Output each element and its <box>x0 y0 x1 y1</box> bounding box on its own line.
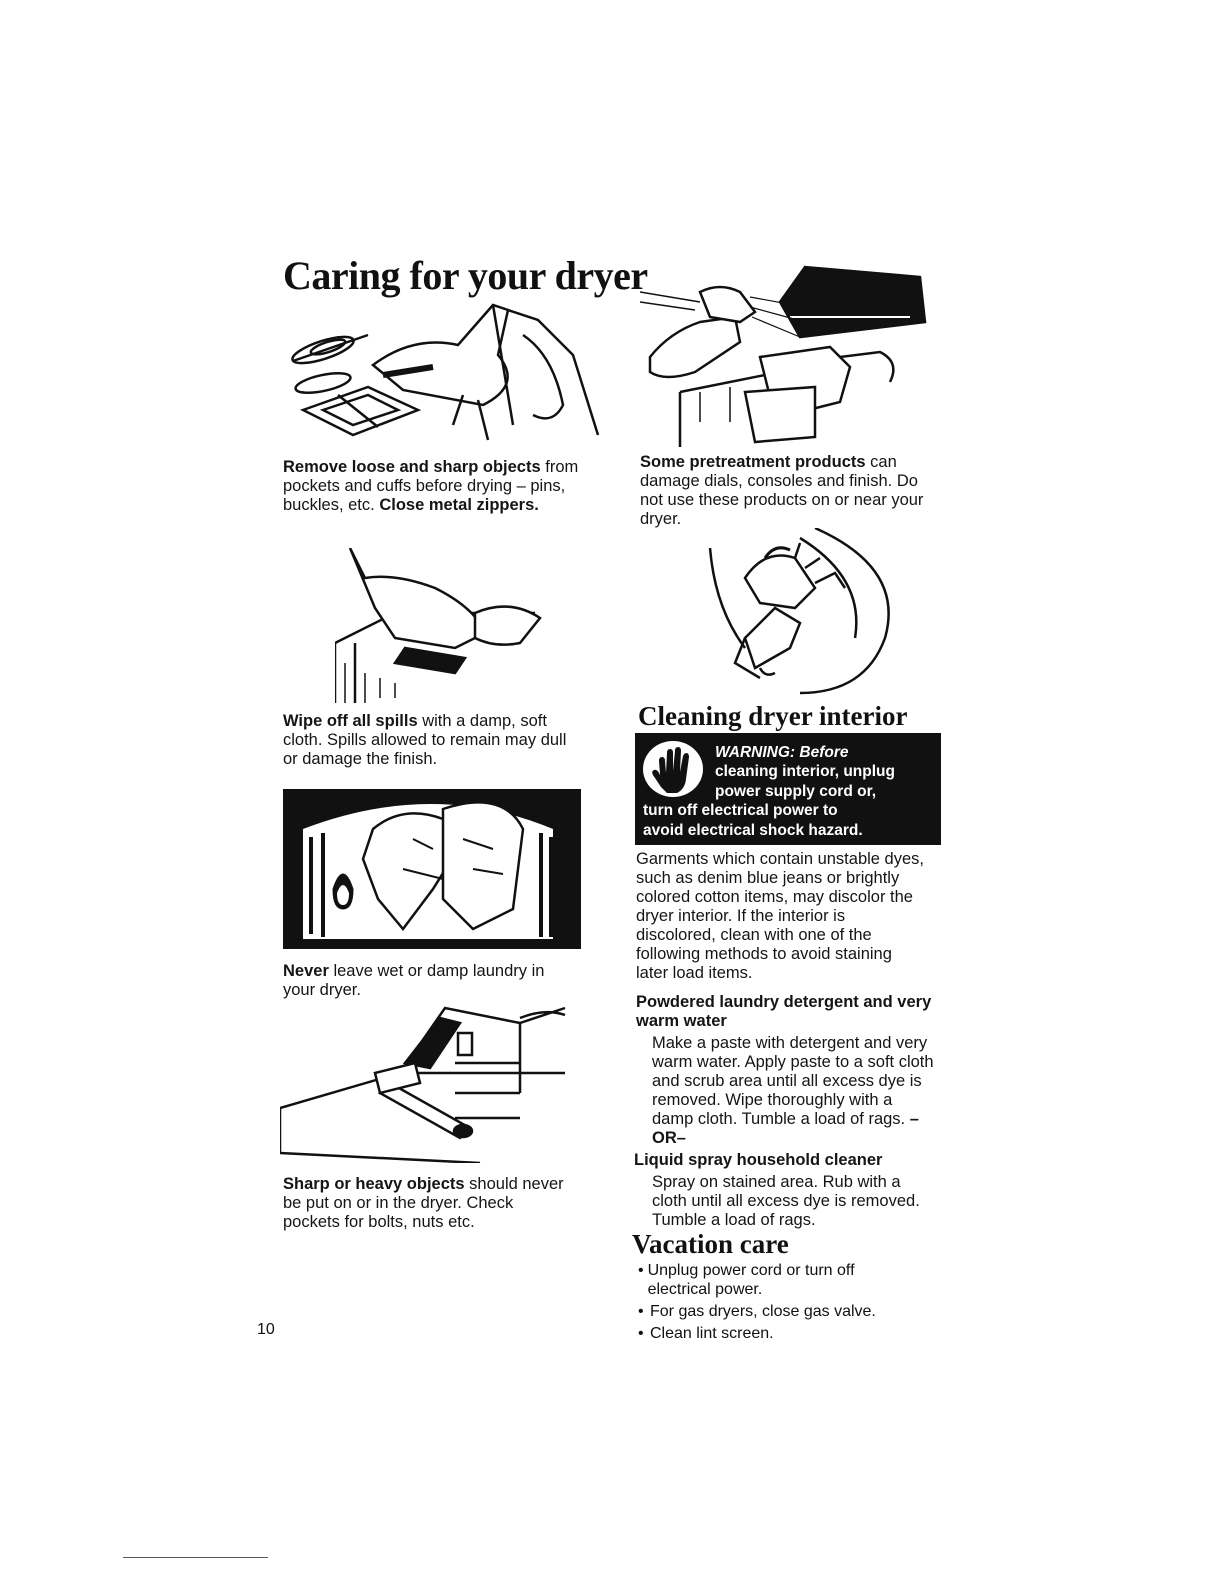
wipe-spills-illustration <box>335 548 565 703</box>
scrub-interior-illustration <box>705 528 905 698</box>
hammer-illustration <box>280 1003 570 1163</box>
pins-buckle-illustration <box>283 295 613 445</box>
spray-bottle-illustration <box>640 262 930 447</box>
warning-line-2: cleaning interior, unplug <box>715 763 895 780</box>
warning-line-4: turn off electrical power to <box>643 802 838 819</box>
method2-text: Spray on stained area. Rub with a cloth … <box>652 1173 920 1229</box>
list-item: •Clean lint screen. <box>638 1325 774 1342</box>
method1-heading: Powdered laundry detergent and very warm… <box>636 993 932 1030</box>
list-item: •Unplug power cord or turn off electrica… <box>638 1262 855 1298</box>
pretreatment-text: Some pretreatment products can damage di… <box>640 453 924 528</box>
warning-line-1: WARNING: Before <box>715 744 849 761</box>
vacation-care-title: Vacation care <box>632 1229 789 1259</box>
remove-objects-text: Remove loose and sharp objects from pock… <box>283 458 579 514</box>
warning-line-3: power supply cord or, <box>715 783 877 800</box>
page-number: 10 <box>257 1321 275 1338</box>
warning-line-5: avoid electrical shock hazard. <box>643 822 863 839</box>
wipe-spills-text: Wipe off all spills with a damp, soft cl… <box>283 712 567 768</box>
hand-warning-icon <box>641 739 709 799</box>
cleaning-intro-text: Garments which contain unstable dyes, su… <box>636 850 924 982</box>
cleaning-interior-title: Cleaning dryer interior <box>638 701 908 731</box>
method2-heading: Liquid spray household cleaner <box>634 1151 883 1169</box>
sharp-heavy-text: Sharp or heavy objects should never be p… <box>283 1175 564 1231</box>
warning-box: WARNING: Before cleaning interior, unplu… <box>635 733 941 845</box>
damp-laundry-illustration <box>283 789 581 949</box>
page-title: Caring for your dryer <box>283 253 648 298</box>
method1-text: Make a paste with detergent and very war… <box>652 1034 934 1147</box>
list-item: •For gas dryers, close gas valve. <box>638 1303 876 1320</box>
footer-rule <box>123 1557 268 1558</box>
never-damp-text: Never leave wet or damp laundry in your … <box>283 962 545 999</box>
vacation-list: •Unplug power cord or turn off electrica… <box>638 1261 908 1343</box>
